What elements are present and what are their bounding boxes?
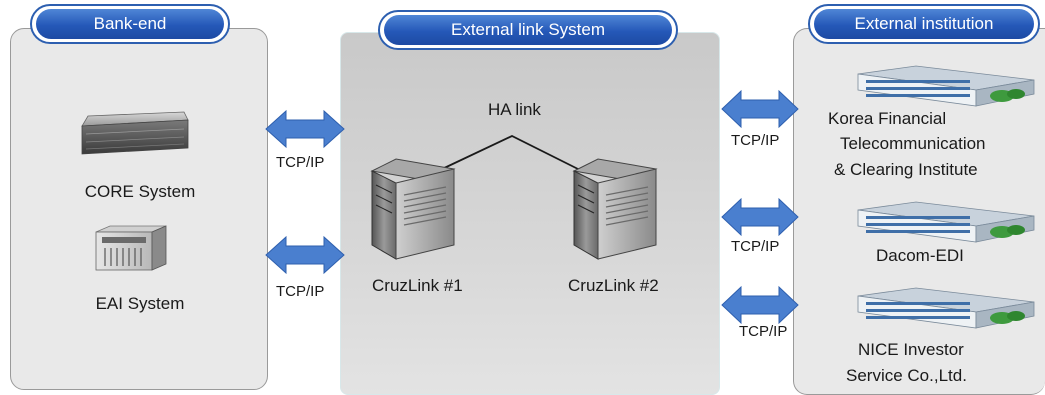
tcpip-label: TCP/IP xyxy=(731,238,780,255)
bank-end-panel xyxy=(10,28,268,390)
double-arrow-icon xyxy=(721,197,799,237)
external-institution-title: External institution xyxy=(814,9,1034,39)
cruzlink-1-label: CruzLink #1 xyxy=(372,276,463,295)
office-building-icon xyxy=(857,287,1035,329)
server-tower-icon xyxy=(572,158,658,260)
double-arrow-icon xyxy=(265,235,345,275)
rack-server-icon xyxy=(81,111,189,155)
external-link-title: External link System xyxy=(384,15,672,45)
tcpip-label: TCP/IP xyxy=(731,132,780,149)
institution-label: & Clearing Institute xyxy=(834,160,978,179)
institution-label: Dacom-EDI xyxy=(876,246,964,265)
institution-label: Telecommunication xyxy=(840,134,986,153)
double-arrow-icon xyxy=(265,109,345,149)
institution-label: NICE Investor xyxy=(858,340,964,359)
tcpip-label: TCP/IP xyxy=(276,283,325,300)
cruzlink-2-label: CruzLink #2 xyxy=(568,276,659,295)
double-arrow-icon xyxy=(721,285,799,325)
ha-link-line xyxy=(439,134,581,171)
tcpip-label: TCP/IP xyxy=(276,154,325,171)
eai-system-label: EAI System xyxy=(95,294,185,313)
institution-label: Service Co.,Ltd. xyxy=(846,366,967,385)
double-arrow-icon xyxy=(721,89,799,129)
core-system-label: CORE System xyxy=(84,182,196,201)
office-building-icon xyxy=(857,65,1035,107)
office-building-icon xyxy=(857,201,1035,243)
server-tower-icon xyxy=(370,158,456,260)
tcpip-label: TCP/IP xyxy=(739,323,788,340)
tower-server-icon xyxy=(95,225,167,271)
ha-link-label: HA link xyxy=(488,100,541,119)
institution-label: Korea Financial xyxy=(828,109,947,128)
external-link-title-pill: External link System xyxy=(378,10,678,50)
bank-end-title-pill: Bank-end xyxy=(30,4,230,44)
external-institution-title-pill: External institution xyxy=(808,4,1040,44)
bank-end-title: Bank-end xyxy=(36,9,224,39)
